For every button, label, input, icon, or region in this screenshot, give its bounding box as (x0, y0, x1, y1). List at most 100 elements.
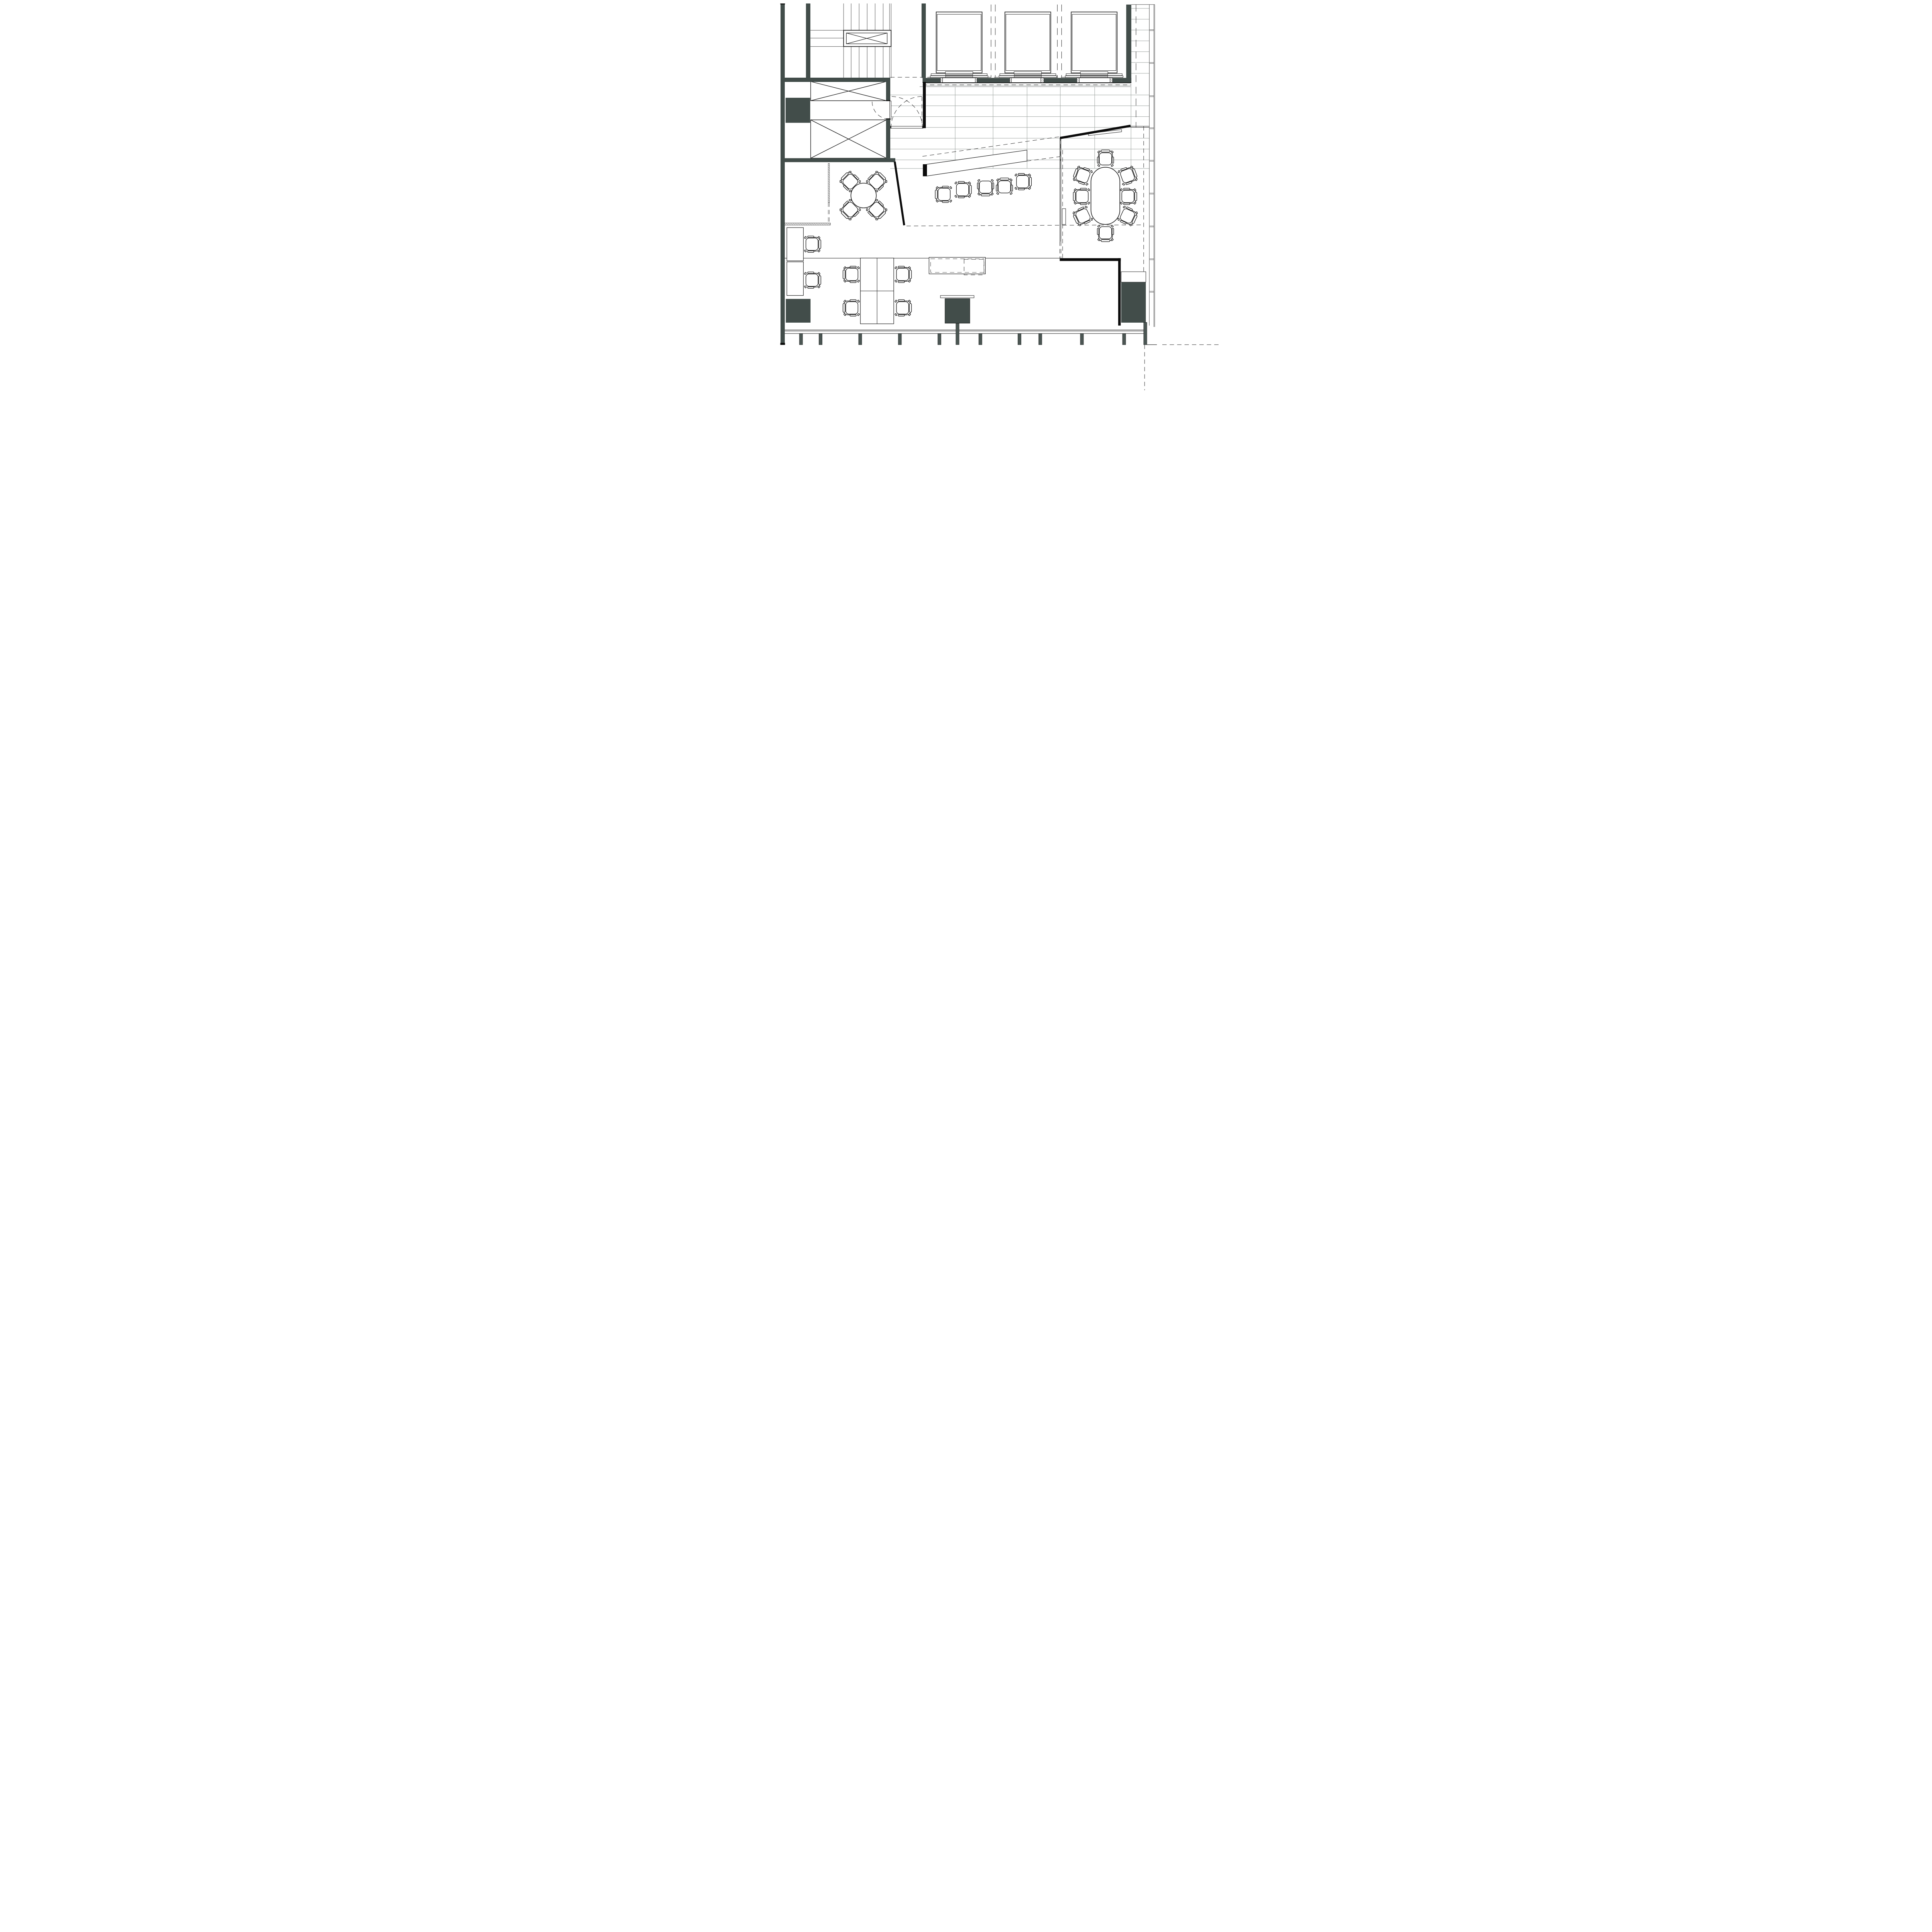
display-case-3-step (1080, 71, 1108, 74)
cluster-chair-se (894, 299, 912, 316)
shaft-south-wall (781, 158, 895, 162)
storage-block-west (786, 299, 811, 323)
display-case-3-frame (1071, 12, 1117, 73)
shaft-door-jamb-bottom (886, 118, 890, 119)
stair-west-wall (806, 3, 811, 78)
lounge-chair-4 (996, 177, 1013, 195)
stair-landing-lines (810, 30, 844, 47)
stair-treads-upper (843, 3, 891, 31)
floor-plan-canvas (711, 0, 1221, 394)
entry-door-swing-arc-left (891, 96, 923, 128)
hatched-wall-band (783, 223, 831, 225)
shaft-east-wall-lower (886, 119, 890, 158)
west-wall (781, 4, 785, 345)
entry-door-stop-right (922, 126, 923, 129)
floor-grid-h-upper (890, 95, 1150, 128)
entry-door-stop-left (890, 126, 891, 129)
facade-tabs-lower (1150, 30, 1154, 293)
conference-chair-foot (1097, 224, 1114, 242)
curtain-wall-mullion-6 (1110, 78, 1113, 83)
display-case-1-vent-1 (945, 73, 973, 76)
facade-post-4 (898, 333, 902, 345)
conference-table (1090, 167, 1120, 225)
plan-root (780, 3, 1221, 390)
lounge-chair-1 (935, 186, 952, 203)
shaft-door-swing-arc (872, 101, 890, 120)
display-case-1-step (945, 71, 973, 74)
curtain-wall-pier-3 (1044, 78, 1077, 83)
curtain-wall-mullion-2 (975, 78, 977, 83)
desk-chair-2 (804, 272, 821, 289)
lounge-chair-5 (1014, 173, 1032, 190)
round-table (850, 183, 877, 208)
facade-post-6 (978, 333, 982, 345)
west-wall-top-cap (780, 3, 785, 5)
hatched-screen (828, 163, 830, 203)
display-case-1-frame (936, 12, 983, 73)
curtain-wall-mullion-1 (940, 78, 943, 83)
shaft-east-wall-upper (886, 82, 890, 101)
facade-post-2 (819, 333, 823, 345)
facade-post-5 (937, 333, 941, 345)
floor-grid-v (955, 87, 1131, 168)
conference-chair-e3 (1116, 205, 1139, 228)
corner-column (1143, 322, 1147, 345)
cluster-chair-sw (842, 299, 860, 316)
floor-grid-right-strip (1131, 8, 1150, 74)
standing-table-top (940, 295, 975, 298)
side-desk-1 (786, 227, 804, 261)
lounge-chair-2 (954, 181, 972, 198)
entry-door-leaf (890, 126, 923, 129)
curtain-wall-glazing-3 (1079, 78, 1111, 83)
reception-counter (926, 150, 1027, 177)
shaft-x-box-upper (810, 81, 887, 101)
display-case-2-step (1014, 71, 1042, 74)
display-case-2-vent-1 (1014, 73, 1042, 76)
counter-dash-right (1027, 156, 1060, 162)
side-desk-2 (786, 262, 804, 296)
stair-landing-x-box (846, 32, 888, 44)
shaft-door-leaf (889, 100, 891, 120)
facade-post-1 (799, 333, 803, 345)
shaft-north-wall (781, 78, 890, 82)
shaft-door-jamb-top (886, 100, 890, 101)
curtain-wall-pier-1 (922, 78, 940, 83)
gallery-partition (894, 162, 905, 226)
standing-table-stem (956, 323, 959, 345)
whiteboard (1088, 129, 1122, 136)
facade-tabs-upper (1150, 29, 1154, 292)
shaft-dark-block (786, 98, 810, 123)
display-case-2-frame (1004, 12, 1051, 73)
east-cabinet (1121, 271, 1146, 282)
cluster-chair-nw (842, 266, 860, 283)
copier-dash-tray (964, 259, 985, 275)
entry-wall-fin (923, 82, 926, 128)
lounge-chair-3 (977, 179, 994, 196)
facade-post-7 (1017, 333, 1021, 345)
facade-post-10 (1122, 333, 1126, 345)
display-case-1-glass (937, 14, 981, 71)
conference-southeast-wall (1118, 258, 1121, 326)
display-case-3-glass (1072, 14, 1116, 71)
lobby-pier (922, 3, 926, 78)
copier (929, 257, 986, 274)
counter-end-panel (923, 164, 927, 177)
curtain-wall-glazing-2 (1011, 78, 1041, 83)
storage-block-east (1121, 282, 1146, 323)
display-case-1-vent-2 (945, 75, 973, 78)
counter-dash-upper (922, 136, 1060, 157)
conference-south-dash (906, 224, 1144, 226)
cluster-chair-ne (894, 266, 912, 283)
shaft-x-box-lower (810, 119, 887, 159)
facade-post-8 (1038, 333, 1042, 345)
conference-chair-e2 (1120, 188, 1137, 205)
west-wall-bottom-cap (780, 343, 785, 345)
desk-chair-1 (804, 236, 821, 253)
curtain-wall-glazing-1 (942, 78, 976, 83)
standing-table-base (945, 298, 970, 323)
curtain-wall-mullion-5 (1077, 78, 1080, 83)
facade-post-3 (858, 333, 862, 345)
conference-south-wall (1060, 258, 1121, 261)
display-case-2-glass (1005, 14, 1050, 71)
conference-chair-head (1097, 150, 1114, 167)
